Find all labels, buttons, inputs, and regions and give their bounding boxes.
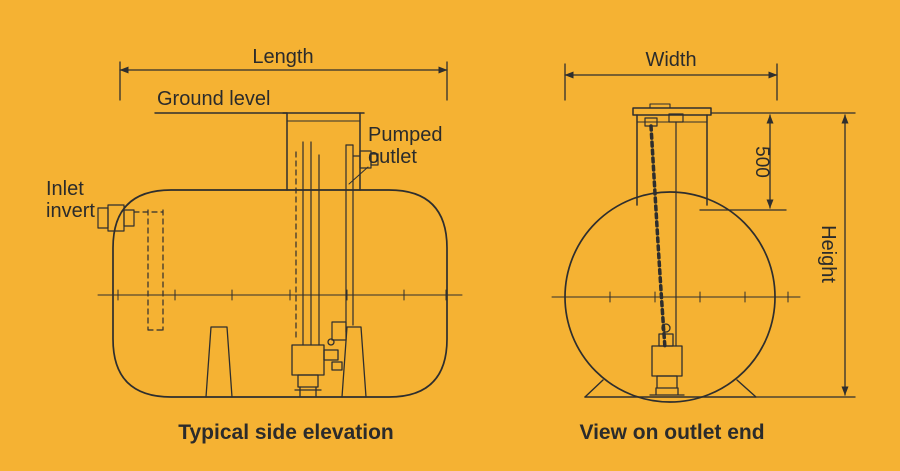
length-label: Length bbox=[252, 46, 313, 68]
outlet-end-caption: View on outlet end bbox=[579, 421, 764, 444]
pump-feet bbox=[294, 386, 322, 398]
side-elevation-caption: Typical side elevation bbox=[178, 421, 394, 444]
outlet-elbow bbox=[345, 144, 361, 157]
width-dimension bbox=[564, 63, 778, 101]
pumped-outlet-label-line1: Pumped bbox=[368, 124, 443, 146]
riser-depth-dimension bbox=[699, 112, 856, 211]
support-plinth-left bbox=[205, 326, 233, 398]
pump-assembly-end bbox=[649, 323, 685, 396]
pump-eyelet bbox=[661, 323, 671, 333]
inlet-coupler bbox=[107, 204, 125, 232]
labels: Length Ground level Pumped outlet Inlet … bbox=[46, 46, 839, 444]
pump-side-fittings bbox=[323, 349, 343, 371]
pump-body bbox=[291, 344, 325, 376]
riser-depth-label: 500 bbox=[751, 146, 772, 178]
riser-walls bbox=[636, 114, 708, 206]
pump-body bbox=[651, 345, 683, 377]
riser-turret-end bbox=[632, 103, 712, 206]
support-plinth-right bbox=[341, 326, 367, 398]
pumped-outlet-fitting bbox=[331, 144, 379, 341]
lid-handle bbox=[649, 103, 671, 109]
height-dimension bbox=[756, 114, 856, 398]
pump-base-block bbox=[656, 375, 678, 389]
float-switch bbox=[327, 338, 335, 346]
tank-base bbox=[584, 379, 757, 398]
riser-lid bbox=[632, 107, 712, 116]
pipe-top-fitting bbox=[668, 113, 684, 123]
chain-hook bbox=[644, 117, 658, 127]
chain-and-pipe bbox=[644, 113, 684, 350]
riser-turret bbox=[282, 112, 365, 191]
ground-level-label: Ground level bbox=[157, 88, 270, 110]
centerline-ticks bbox=[117, 289, 447, 301]
pump-base-block bbox=[297, 374, 319, 388]
inlet-fitting bbox=[97, 204, 164, 331]
line-art bbox=[97, 61, 856, 403]
tank-outline bbox=[112, 189, 448, 398]
inlet-invert-label-line2: invert bbox=[46, 200, 95, 222]
length-dimension bbox=[119, 61, 448, 101]
tank-centerline-left bbox=[97, 289, 463, 301]
side-elevation-drawing bbox=[97, 61, 463, 398]
outlet-flange bbox=[359, 150, 372, 169]
height-label: Height bbox=[817, 225, 839, 283]
base-skirt bbox=[584, 379, 757, 398]
centerline-ticks bbox=[564, 291, 789, 303]
pump-assembly-side bbox=[291, 338, 343, 398]
width-label: Width bbox=[645, 49, 696, 71]
lifting-chain bbox=[649, 124, 667, 350]
pump-riser-pipes bbox=[302, 141, 320, 346]
internal-pump-pipework bbox=[295, 141, 320, 346]
pump-feet bbox=[649, 387, 685, 396]
inlet-flange-inner bbox=[123, 209, 135, 227]
outlet-pipe-stub bbox=[370, 153, 379, 166]
pumped-outlet-label-line2: outlet bbox=[368, 146, 417, 168]
pumped-outlet-leader-line bbox=[348, 166, 369, 185]
outlet-end-drawing bbox=[551, 63, 856, 403]
inlet-invert-label-line1: Inlet bbox=[46, 178, 84, 200]
